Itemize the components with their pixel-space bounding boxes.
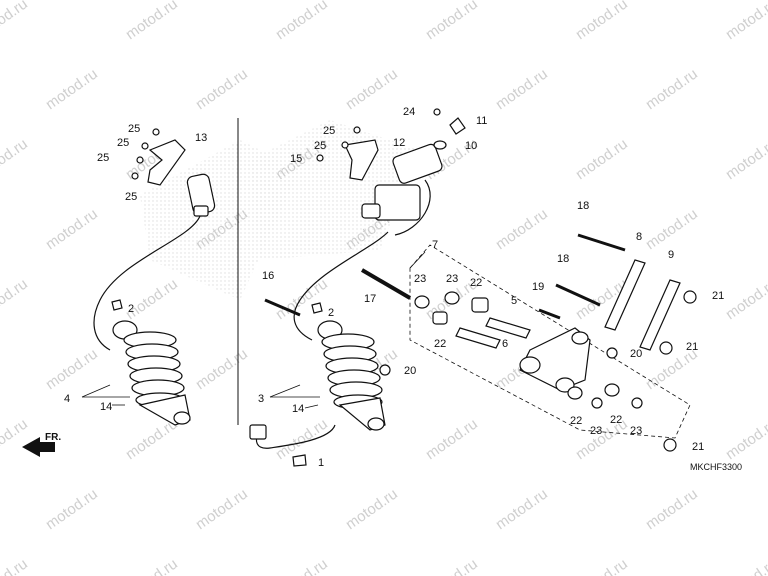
callout-label: 22	[610, 414, 622, 426]
watermark-text: motod.ru	[43, 65, 101, 113]
callout-label: 6	[502, 338, 508, 350]
watermark-text: motod.ru	[493, 205, 551, 253]
watermark-text: motod.ru	[723, 0, 768, 43]
watermark-text: motod.ru	[273, 555, 331, 576]
callout-label: 1	[318, 457, 324, 469]
watermark-text: motod.ru	[643, 65, 701, 113]
leader-lines	[81, 251, 426, 409]
callout-label: 4	[64, 393, 70, 405]
callout-label: 25	[128, 123, 140, 135]
watermark-text: motod.ru	[493, 485, 551, 533]
callout-label: 23	[446, 273, 458, 285]
watermark-text: motod.ru	[0, 415, 31, 463]
callout-label: 23	[630, 425, 642, 437]
watermark-text: motod.ru	[0, 275, 31, 323]
callout-label: 21	[712, 290, 724, 302]
watermark-text: motod.ru	[123, 0, 181, 43]
watermark-text: motod.ru	[423, 415, 481, 463]
shading-right	[250, 120, 420, 260]
callout-label: 25	[125, 191, 137, 203]
watermark-text: motod.ru	[193, 485, 251, 533]
callout-label: 20	[404, 365, 416, 377]
callout-label: 25	[97, 152, 109, 164]
callout-label: 3	[258, 393, 264, 405]
callout-label: 10	[465, 140, 477, 152]
callout-label: 24	[403, 106, 415, 118]
watermark-text: motod.ru	[423, 0, 481, 43]
watermark-text: motod.ru	[573, 135, 631, 183]
callout-label: 13	[195, 132, 207, 144]
front-arrow: FR.	[22, 432, 61, 457]
watermark-text: motod.ru	[193, 345, 251, 393]
callout-label: 17	[364, 293, 376, 305]
callout-label: 11	[476, 115, 487, 127]
watermark-text: motod.ru	[0, 555, 31, 576]
callout-label: 25	[323, 125, 335, 137]
callout-label: 16	[262, 270, 274, 282]
linkage-assembly	[379, 233, 697, 452]
callout-label: 2	[128, 303, 134, 315]
callout-label: 12	[393, 137, 405, 149]
callout-label: 22	[570, 415, 582, 427]
watermark-text: motod.ru	[643, 205, 701, 253]
watermark-text: motod.ru	[273, 275, 331, 323]
watermark-text: motod.ru	[0, 0, 31, 43]
watermark-text: motod.ru	[643, 485, 701, 533]
watermark-text: motod.ru	[573, 0, 631, 43]
callout-label: 19	[532, 281, 544, 293]
watermark-text: motod.ru	[0, 135, 31, 183]
callout-label: 21	[692, 441, 704, 453]
callout-label: 25	[117, 137, 129, 149]
callout-label: 9	[668, 249, 674, 261]
right-shock-absorber	[249, 108, 466, 467]
callout-label: 14	[100, 401, 112, 413]
watermark-text: motod.ru	[273, 0, 331, 43]
watermark-text: motod.ru	[43, 345, 101, 393]
watermark-text: motod.ru	[123, 275, 181, 323]
callout-label: 22	[470, 277, 482, 289]
watermark-text: motod.ru	[43, 485, 101, 533]
callout-label: 23	[414, 273, 426, 285]
watermark-text: motod.ru	[43, 205, 101, 253]
watermark-text: motod.ru	[343, 485, 401, 533]
watermark-text: motod.ru	[423, 555, 481, 576]
left-shock-absorber	[93, 128, 216, 426]
callout-label: 23	[590, 425, 602, 437]
diagram-code: MKCHF3300	[690, 462, 742, 472]
callout-label: 15	[290, 153, 302, 165]
watermark-text: motod.ru	[723, 415, 768, 463]
callout-label: 25	[314, 140, 326, 152]
callout-label: 22	[434, 338, 446, 350]
callout-label: 18	[577, 200, 589, 212]
watermark-text: motod.ru	[723, 555, 768, 576]
watermark-text: motod.ru	[723, 275, 768, 323]
callout-label: 8	[636, 231, 642, 243]
callout-label: 7	[432, 239, 438, 251]
watermark-text: motod.ru	[723, 135, 768, 183]
watermark-text: motod.ru	[123, 555, 181, 576]
callout-label: 14	[292, 403, 304, 415]
callout-label: 5	[511, 295, 517, 307]
watermark-text: motod.ru	[343, 65, 401, 113]
callout-label: 21	[686, 341, 698, 353]
callout-label: 20	[630, 348, 642, 360]
callout-label: 2	[328, 307, 334, 319]
watermark-text: motod.ru	[493, 65, 551, 113]
watermark-text: motod.ru	[573, 555, 631, 576]
watermark-text: motod.ru	[193, 65, 251, 113]
svg-text:FR.: FR.	[45, 432, 61, 443]
callout-label: 18	[557, 253, 569, 265]
